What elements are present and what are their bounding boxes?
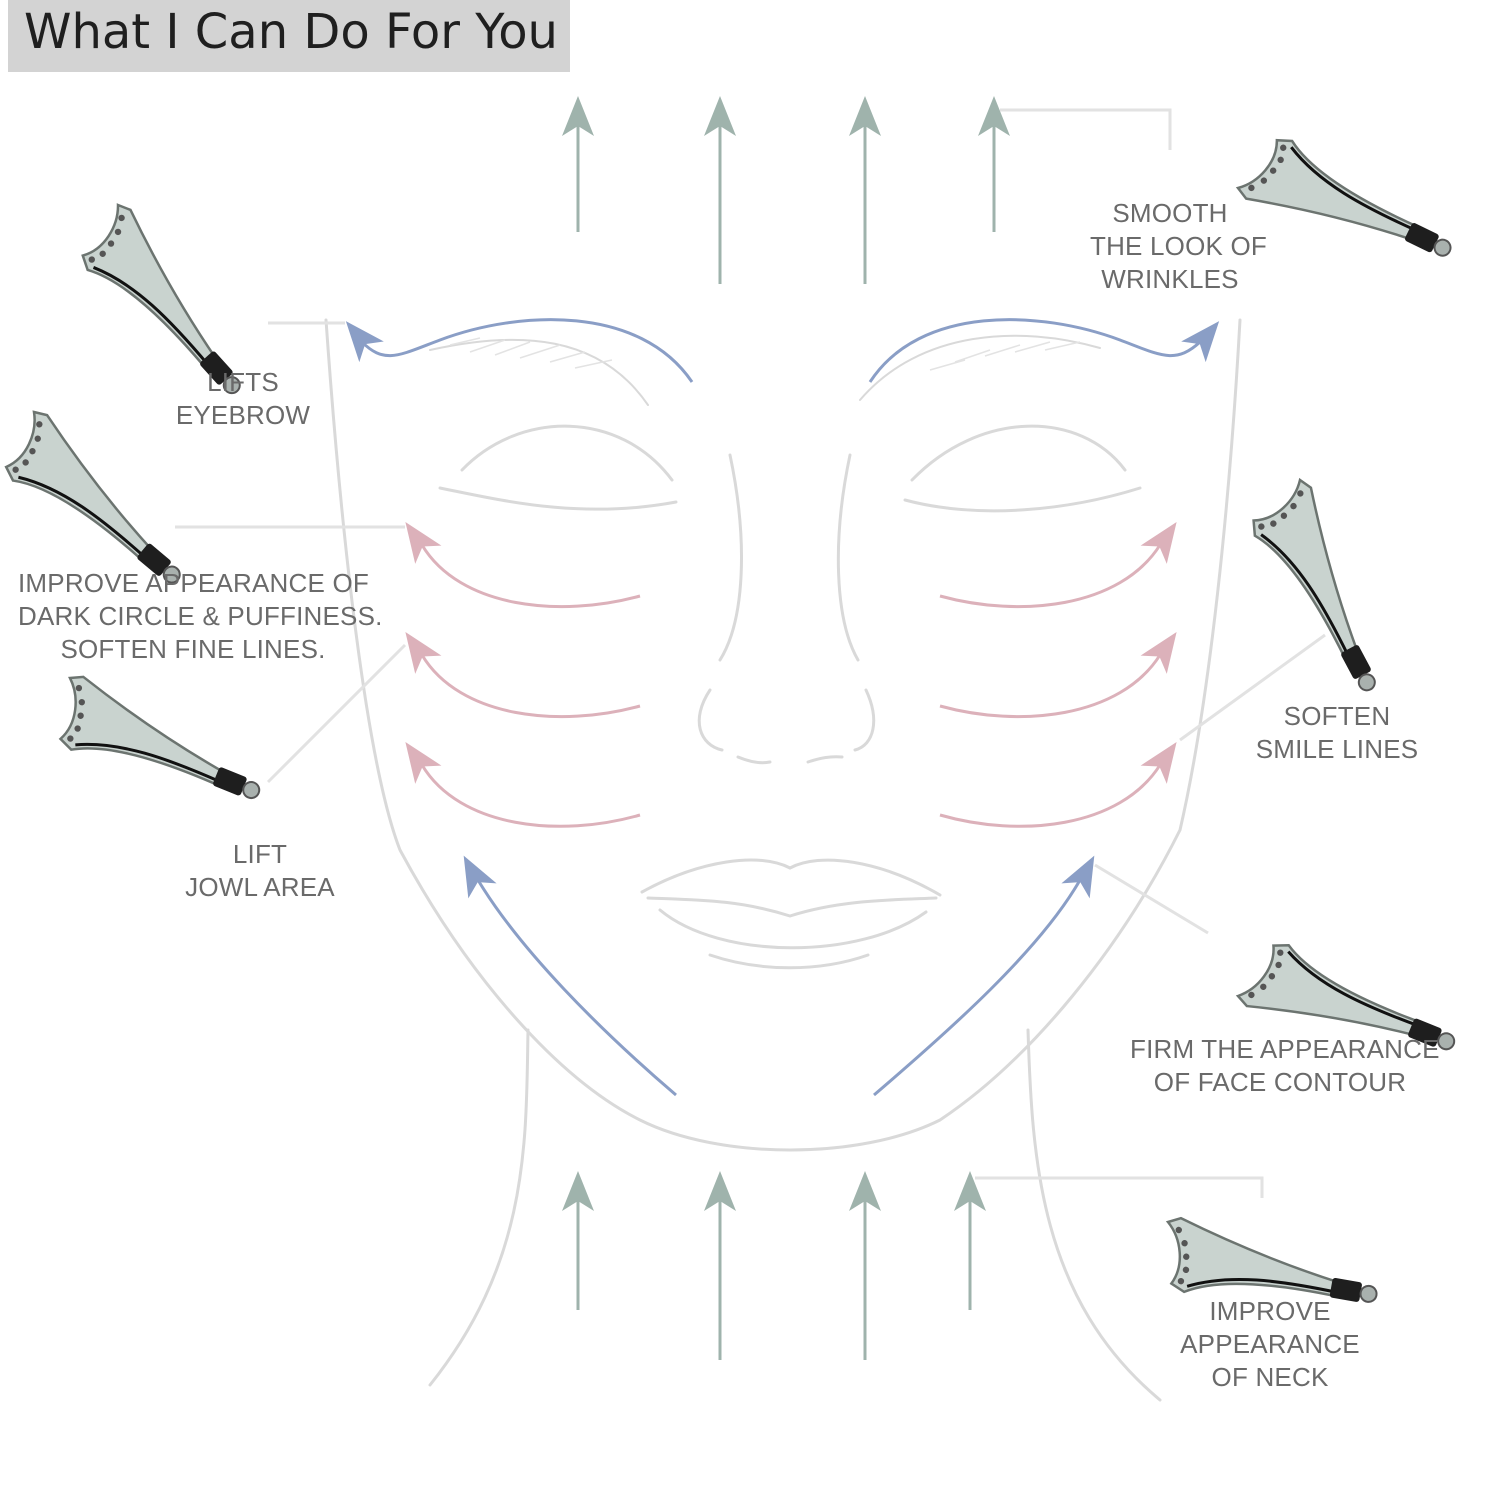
cheek-arrows-left: [420, 544, 641, 828]
label-eyebrow: LIFTS EYEBROW: [163, 366, 323, 432]
label-line: SMILE LINES: [1255, 734, 1419, 764]
label-jowl: LIFT JOWL AREA: [170, 838, 350, 904]
title-bar: What I Can Do For You: [8, 0, 570, 72]
jaw-arrows: [476, 879, 1082, 1097]
label-dark-circle: IMPROVE APPEARANCE OF DARK CIRCLE & PUFF…: [18, 567, 383, 666]
label-neck: IMPROVE APPEARANCE OF NECK: [1170, 1295, 1370, 1394]
label-line: WRINKLES: [1101, 264, 1239, 294]
label-line: DARK CIRCLE & PUFFINESS.: [18, 601, 383, 631]
label-line: LIFT: [232, 839, 288, 869]
eyebrow-arrows: [360, 318, 1202, 383]
leader-lines: [175, 108, 1326, 1198]
label-wrinkles: SMOOTH THE LOOK OF WRINKLES: [1090, 197, 1268, 296]
face-outline: [324, 318, 1242, 1402]
label-line: THE LOOK OF: [1090, 231, 1268, 261]
page-title: What I Can Do For You: [24, 4, 558, 60]
label-line: OF FACE CONTOUR: [1153, 1067, 1407, 1097]
label-line: LIFTS: [207, 367, 279, 397]
forehead-arrows: [576, 120, 996, 284]
cheek-arrows-right: [939, 544, 1162, 828]
label-line: OF NECK: [1211, 1362, 1329, 1392]
label-smile: SOFTEN SMILE LINES: [1237, 700, 1437, 766]
gua-sha-tool-forehead: [1233, 127, 1465, 291]
label-line: SOFTEN: [1283, 701, 1391, 731]
label-line: IMPROVE APPEARANCE OF: [18, 568, 369, 598]
label-line: APPEARANCE: [1180, 1329, 1360, 1359]
label-line: SMOOTH: [1112, 198, 1228, 228]
label-line: EYEBROW: [175, 400, 311, 430]
neck-arrows: [576, 1195, 972, 1360]
gua-sha-tool-jowl: [43, 670, 276, 823]
label-line: IMPROVE: [1209, 1296, 1331, 1326]
label-line: JOWL AREA: [185, 872, 335, 902]
label-line: SOFTEN FINE LINES.: [60, 634, 326, 664]
label-contour: FIRM THE APPEARANCE OF FACE CONTOUR: [1130, 1033, 1440, 1099]
label-line: FIRM THE APPEARANCE: [1130, 1034, 1440, 1064]
gua-sha-tool-smile: [1240, 475, 1410, 705]
